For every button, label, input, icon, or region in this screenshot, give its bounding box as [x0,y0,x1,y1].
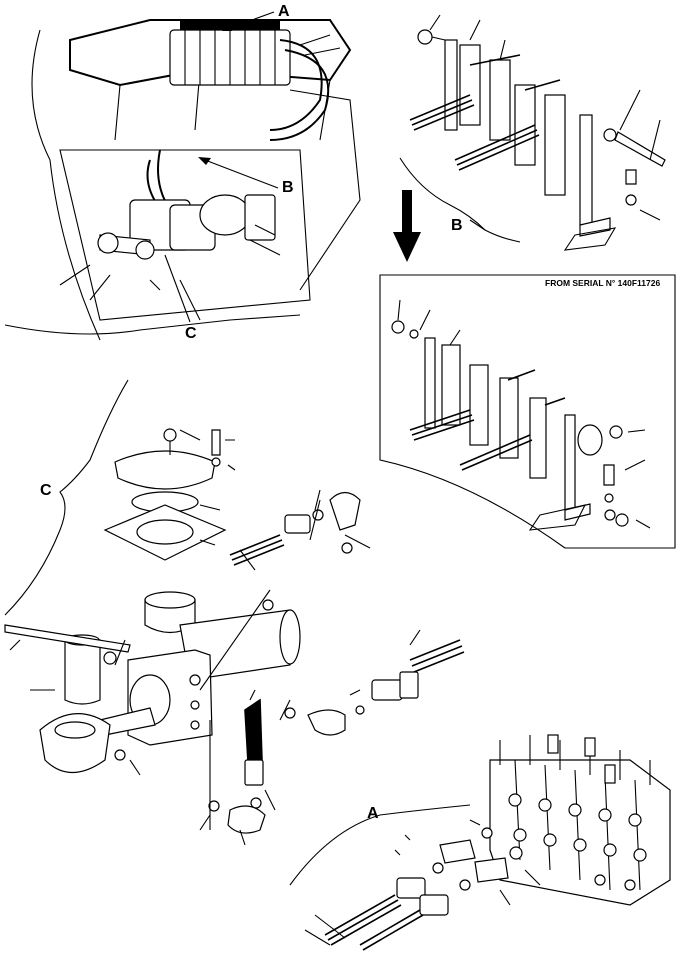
callout-c-mid: C [185,325,197,342]
detail-a-control-valve [289,734,671,951]
machine-installation-view [4,19,361,341]
callout-b-mid: B [282,179,294,196]
callout-b-exploded: B [451,217,463,234]
callout-c-bracket: C [40,482,52,499]
down-arrow [393,190,421,262]
callout-c-mid-arrow [164,254,191,323]
callout-b-mid-arrow [204,159,279,189]
serial-inset-box: FROM SERIAL N° 140F11726 [379,274,676,549]
serial-note: FROM SERIAL N° 140F11726 [545,278,660,288]
callout-a-bottom: A [367,805,379,822]
callout-a-top: A [278,3,290,20]
detail-c-cylinder-exploded [4,379,465,846]
detail-b-exploded-clamps [399,14,666,251]
callout-a-top-arrow [229,11,275,29]
